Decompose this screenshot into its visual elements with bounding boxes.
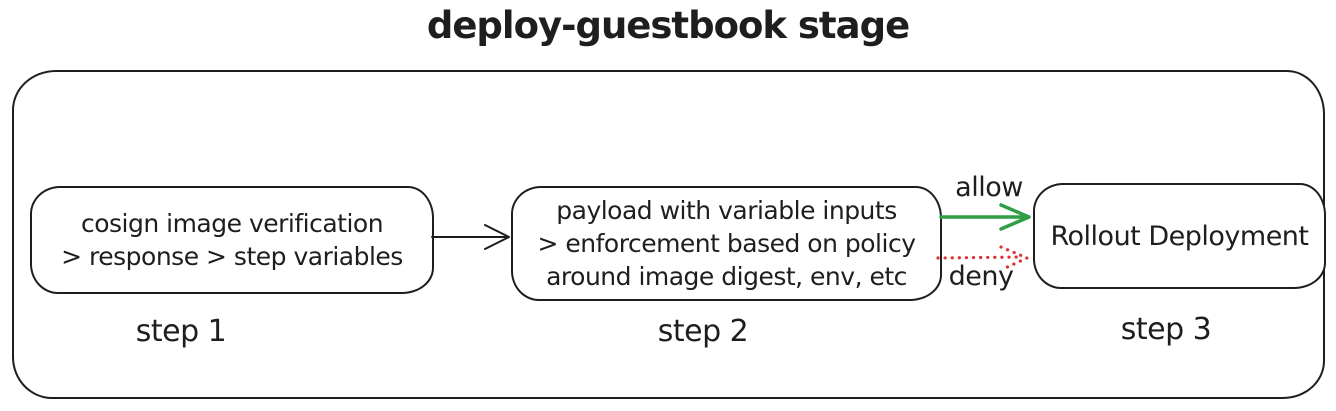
step-2-text-line: > enforcement based on policy: [537, 229, 917, 258]
step-1-text-line: > response > step variables: [61, 242, 403, 271]
step-3-caption: step 3: [1120, 312, 1212, 347]
step-2-caption: step 2: [657, 314, 749, 349]
step-1-box: cosign image verification > response > s…: [30, 186, 434, 294]
step-2-text-line: around image digest, env, etc: [546, 262, 907, 291]
deny-arrow-label: deny: [948, 261, 1014, 292]
diagram-title: deploy-guestbook stage: [426, 4, 910, 47]
step-1-text-line: cosign image verification: [80, 209, 384, 238]
step-2-box: payload with variable inputs > enforceme…: [511, 186, 942, 301]
allow-arrow-label: allow: [955, 172, 1023, 203]
step-1-caption: step 1: [135, 314, 227, 349]
step-3-text-line: Rollout Deployment: [1050, 220, 1309, 252]
step-2-text-line: payload with variable inputs: [556, 196, 897, 225]
step-3-box: Rollout Deployment: [1033, 183, 1326, 289]
